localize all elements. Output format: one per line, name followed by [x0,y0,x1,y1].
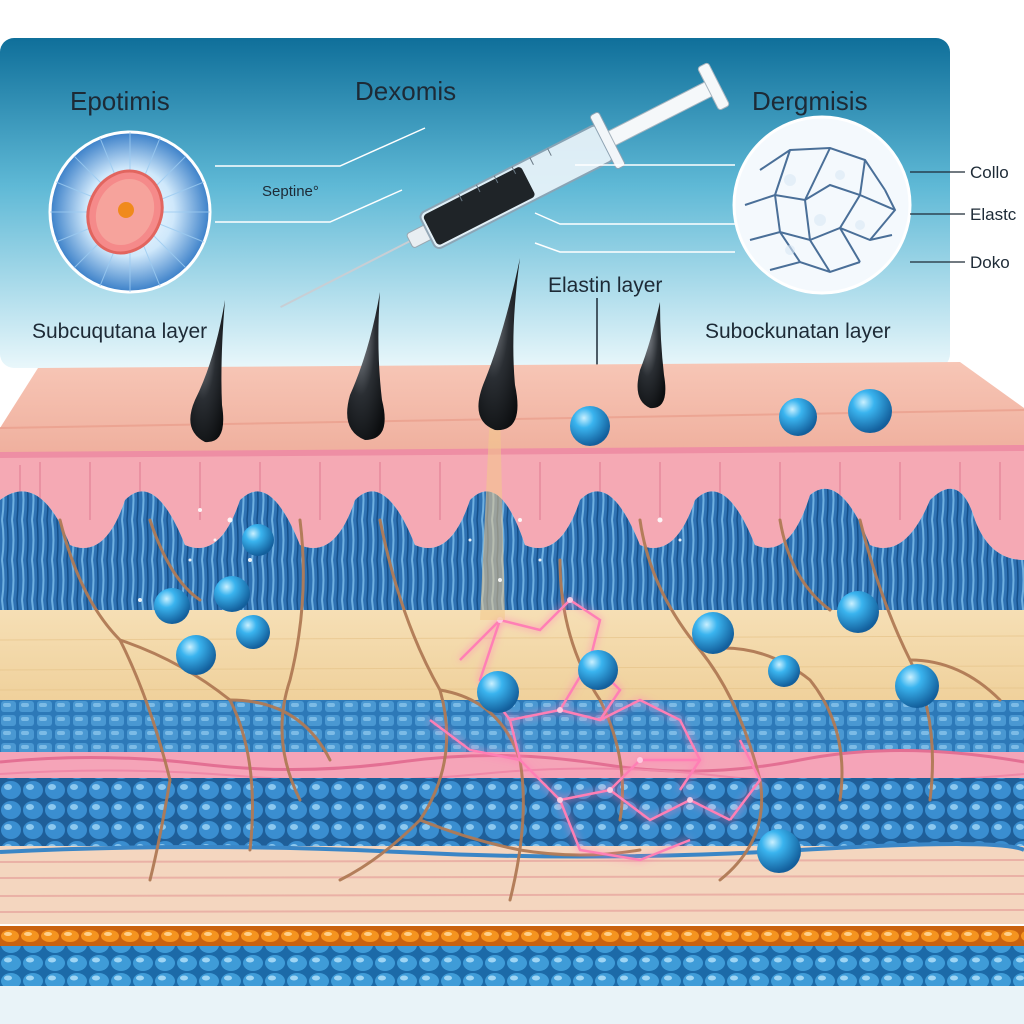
bottom-fade [0,986,1024,1024]
leader-line-disc-2 [215,189,403,223]
label-septine: Septine° [262,183,319,200]
label-dergmisis: Dergmisis [752,86,868,116]
nerve-fibres [58,518,1002,902]
callout-collo: Collo [970,163,1009,182]
syringe-icon [280,62,730,309]
label-epidermis: Epotimis [70,86,170,116]
label-dermis: Dexomis [355,76,456,106]
cell-band-lower [0,778,1024,848]
label-subcutaneous-left: Subcuqutana layer [32,320,207,343]
collagen-mesh-icon [732,115,912,295]
injection-track [480,410,505,620]
hair-icon [190,258,666,443]
right-margin [950,0,1024,380]
cell-band-bottom [0,946,1024,986]
sparkles [138,508,682,602]
label-subcutaneous-right: Subockunatan layer [705,320,891,343]
fibre-layer [0,488,1024,630]
leader-line-disc [215,127,426,167]
cell-disc-icon [48,130,212,294]
label-elastin-layer: Elastin layer [548,274,662,297]
leader-line-syringe-2 [534,212,735,225]
callout-doko: Doko [970,253,1010,272]
orange-band [0,926,1024,946]
callout-elastc: Elastc [970,205,1017,224]
dermal-papillae [0,448,1024,560]
leader-line-syringe-3 [534,242,735,253]
sphere-icon [154,389,939,873]
